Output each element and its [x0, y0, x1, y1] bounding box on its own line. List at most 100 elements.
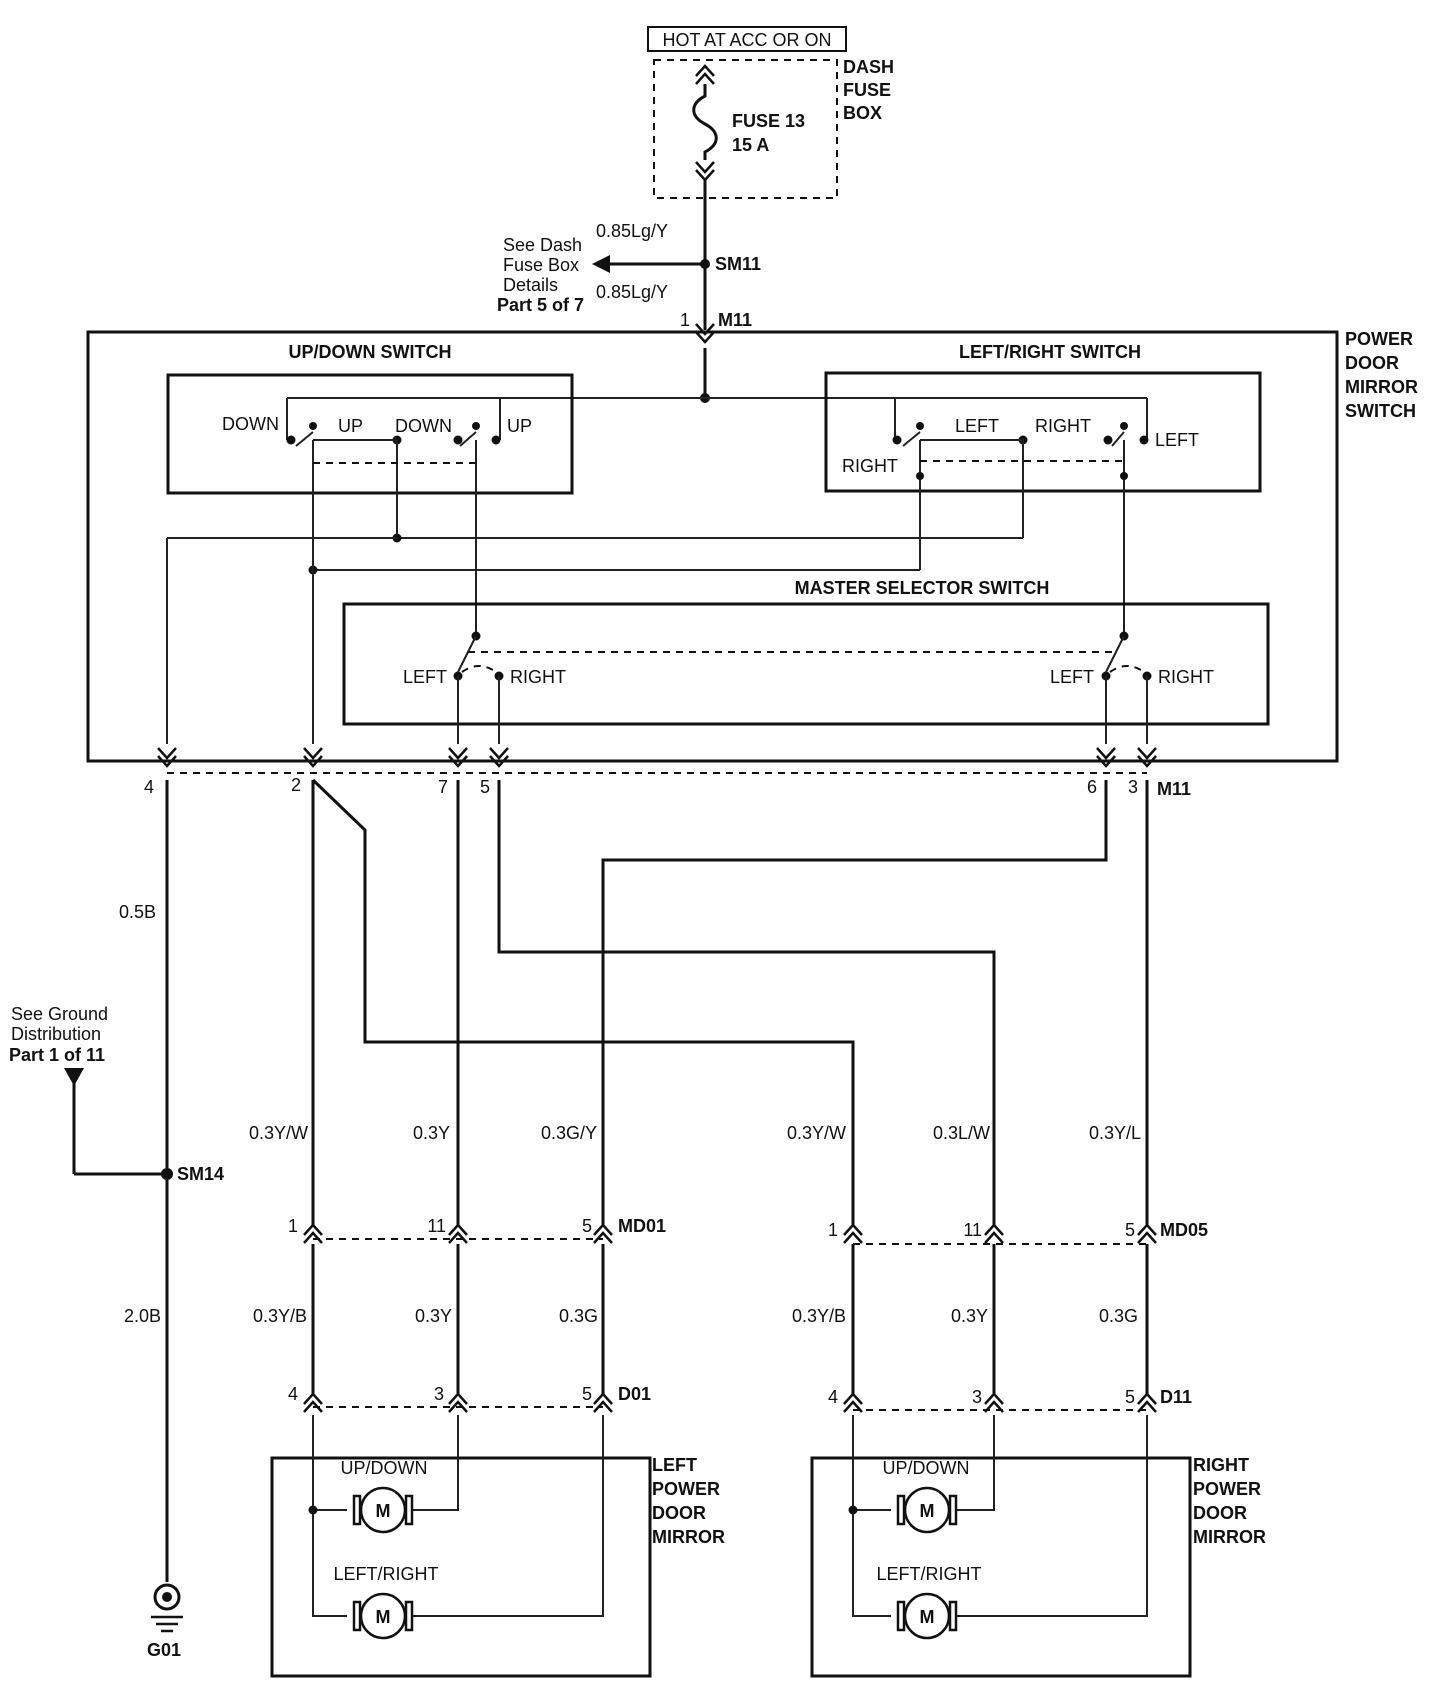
right-updown-motor-symbol: M	[920, 1501, 935, 1521]
right-wire-2: 0.3L/W	[933, 1123, 990, 1143]
selector-label-right-1: RIGHT	[510, 667, 566, 687]
updown-label-up-2: UP	[507, 416, 532, 436]
ground-ref-2: Distribution	[11, 1024, 101, 1044]
updown-title: UP/DOWN SWITCH	[289, 342, 452, 362]
m11-output-label: M11	[1157, 779, 1191, 799]
switch-title-3: MIRROR	[1345, 377, 1418, 397]
power-source: HOT AT ACC OR ON	[647, 26, 847, 52]
left-updown-motor-symbol: M	[376, 1501, 391, 1521]
right-mirror-title-1: RIGHT	[1193, 1455, 1249, 1475]
left-updown-motor-icon: M	[352, 1486, 414, 1534]
right-leftright-motor-label: LEFT/RIGHT	[876, 1564, 981, 1584]
d11-label: D11	[1160, 1387, 1192, 1407]
left-door-wire-2: 0.3Y	[415, 1306, 452, 1326]
md05-label: MD05	[1160, 1220, 1208, 1240]
d01-pin-5: 5	[582, 1384, 592, 1404]
left-wire-2: 0.3Y	[413, 1123, 450, 1143]
fuse-rating: 15 A	[732, 135, 769, 155]
updown-label-up-1: UP	[338, 416, 363, 436]
fuse-box-ref-2: Fuse Box	[503, 255, 579, 275]
m11-pin-1: 1	[680, 310, 690, 330]
leftright-title: LEFT/RIGHT SWITCH	[959, 342, 1141, 362]
selector-label-right-2: RIGHT	[1158, 667, 1214, 687]
left-leftright-motor-icon: M	[352, 1592, 414, 1640]
right-door-wire-2: 0.3Y	[951, 1306, 988, 1326]
m11-pin-7: 7	[438, 777, 448, 797]
ground-ref-arrow	[64, 1068, 84, 1086]
right-mirror-title-2: POWER	[1193, 1479, 1261, 1499]
m11-pin-6: 6	[1087, 777, 1097, 797]
left-mirror-title-2: POWER	[652, 1479, 720, 1499]
switch-title-1: POWER	[1345, 329, 1413, 349]
right-updown-motor-label: UP/DOWN	[883, 1458, 970, 1478]
md05-pin-11: 11	[963, 1220, 982, 1240]
power-source-label: HOT AT ACC OR ON	[662, 30, 831, 50]
fuse-box-label-3: BOX	[843, 103, 882, 123]
switch-title-2: DOOR	[1345, 353, 1399, 373]
right-mirror-title-4: MIRROR	[1193, 1527, 1266, 1547]
splice-sm14-label: SM14	[177, 1164, 224, 1184]
fuse-box-ref-4: Part 5 of 7	[497, 295, 584, 315]
md01-pin-5: 5	[582, 1216, 592, 1236]
right-wire-3: 0.3Y/L	[1089, 1123, 1141, 1143]
right-leftright-motor-symbol: M	[920, 1607, 935, 1627]
ground-circuit: 0.5B 2.0B SM14 See Ground Distribution P…	[9, 780, 224, 1660]
ground-ref-3: Part 1 of 11	[9, 1045, 105, 1065]
d11-pin-4: 4	[828, 1387, 838, 1407]
fuse-box-ref-arrow	[592, 255, 610, 273]
leftright-label-left-2: LEFT	[1155, 430, 1199, 450]
right-mirror-title-3: DOOR	[1193, 1503, 1247, 1523]
d01-pin-3: 3	[434, 1384, 444, 1404]
md05-pin-1: 1	[828, 1220, 838, 1240]
right-mirror-circuit: 1 11 5 MD05 0.3Y/B 0.3Y 0.3G 4 3 5 D11 R…	[792, 1220, 1266, 1678]
left-wire-1: 0.3Y/W	[249, 1123, 308, 1143]
master-selector-switch: MASTER SELECTOR SWITCH LEFT RIGHT LEFT R…	[342, 578, 1270, 744]
leftright-label-right-1: RIGHT	[1035, 416, 1091, 436]
selector-title: MASTER SELECTOR SWITCH	[795, 578, 1050, 598]
right-door-wire-1: 0.3Y/B	[792, 1306, 846, 1326]
m11-pin-5: 5	[480, 777, 490, 797]
md01-label: MD01	[618, 1216, 666, 1236]
left-mirror-box	[270, 1456, 652, 1678]
fuse-element	[692, 84, 718, 160]
selector-label-left-2: LEFT	[1050, 667, 1094, 687]
fuse-box-ref-3: Details	[503, 275, 558, 295]
d11-pin-3: 3	[972, 1387, 982, 1407]
m11-pin-2: 2	[291, 775, 301, 795]
left-leftright-motor-label: LEFT/RIGHT	[333, 1564, 438, 1584]
left-mirror-title-3: DOOR	[652, 1503, 706, 1523]
dash-fuse-box: DASH FUSE BOX	[653, 57, 894, 199]
d11-pin-5: 5	[1125, 1387, 1135, 1407]
right-door-wire-3: 0.3G	[1099, 1306, 1138, 1326]
ground-ref-1: See Ground	[11, 1004, 108, 1024]
left-wire-3: 0.3G/Y	[541, 1123, 597, 1143]
ground-wire-upper: 0.5B	[119, 902, 156, 922]
leftright-label-left-1: LEFT	[955, 416, 999, 436]
right-updown-motor-icon: M	[896, 1486, 958, 1534]
m11-pin-3: 3	[1128, 777, 1138, 797]
ground-wire-lower: 2.0B	[124, 1306, 161, 1326]
left-mirror-title-4: MIRROR	[652, 1527, 725, 1547]
left-updown-motor-label: UP/DOWN	[341, 1458, 428, 1478]
d01-label: D01	[618, 1384, 651, 1404]
left-mirror-circuit: 1 11 5 MD01 0.3Y/B 0.3Y 0.3G 4 3 5 D01 L…	[253, 1216, 725, 1678]
harness-wires: 0.3Y/W 0.3Y 0.3G/Y 0.3Y/W 0.3L/W 0.3Y/L	[249, 778, 1149, 1225]
switch-title-4: SWITCH	[1345, 401, 1416, 421]
md05-pin-5: 5	[1125, 1220, 1135, 1240]
md01-pin-11: 11	[427, 1216, 446, 1236]
fuse-13: FUSE 13 15 A	[692, 64, 805, 182]
left-door-wire-1: 0.3Y/B	[253, 1306, 307, 1326]
fuse-name: FUSE 13	[732, 111, 805, 131]
d01-pin-4: 4	[288, 1384, 298, 1404]
splice-sm11-label: SM11	[715, 254, 761, 274]
right-mirror-box	[810, 1456, 1192, 1678]
updown-switch: UP/DOWN SWITCH DOWN UP DOWN UP	[166, 342, 574, 538]
updown-label-down-2: DOWN	[395, 416, 452, 436]
wire-085lgy-upper: 0.85Lg/Y	[596, 221, 668, 241]
m11-pin-4: 4	[144, 777, 154, 797]
left-door-wire-3: 0.3G	[559, 1306, 598, 1326]
leftright-switch: LEFT/RIGHT SWITCH LEFT RIGHT LEFT RIGHT	[824, 342, 1262, 600]
ground-g01-icon	[151, 1583, 183, 1633]
fuse-box-label-2: FUSE	[843, 80, 891, 100]
